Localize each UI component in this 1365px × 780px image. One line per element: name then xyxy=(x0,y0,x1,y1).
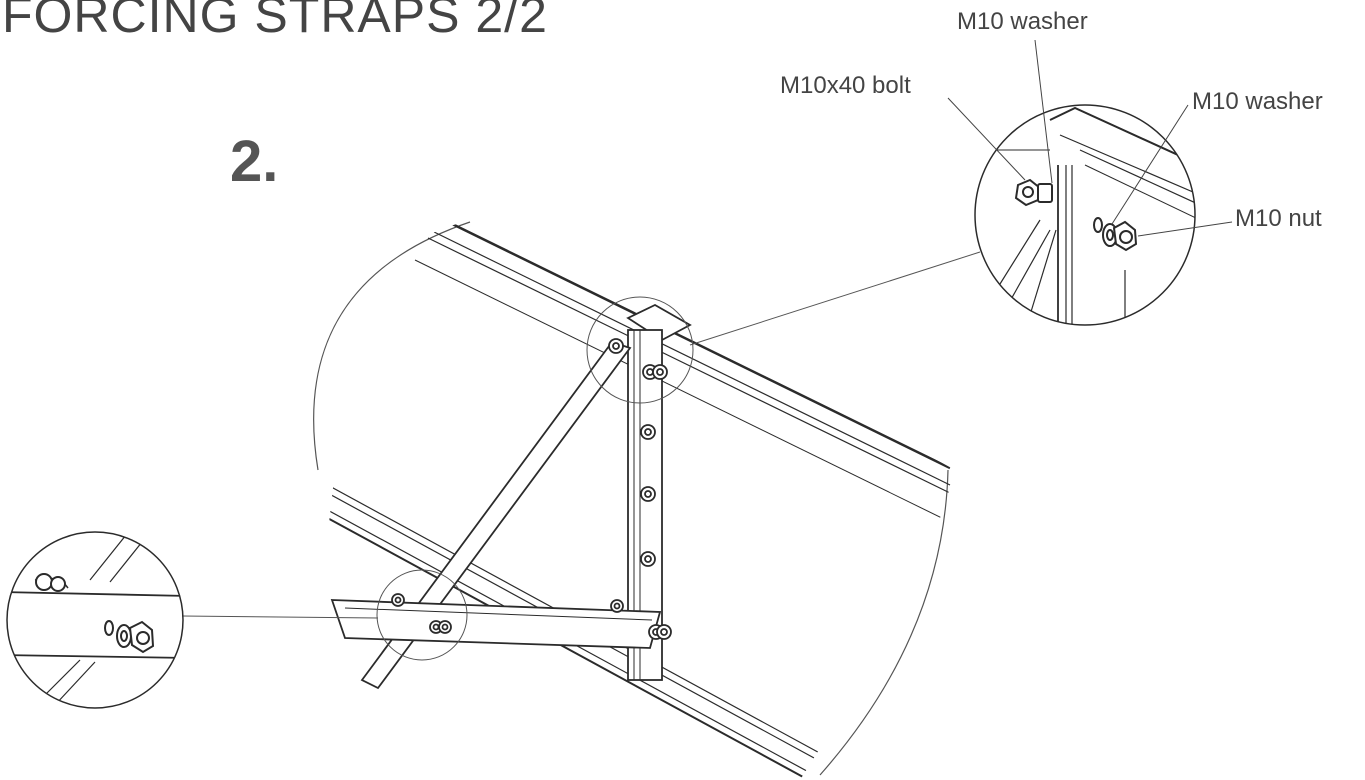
horizontal-bracing-strap xyxy=(330,599,662,649)
post-bolts xyxy=(391,338,672,640)
callout-label-m10-washer-right: M10 washer xyxy=(1192,88,1323,115)
callout-label-m10-washer-top: M10 washer xyxy=(957,8,1088,35)
detail-leader-lines xyxy=(181,251,981,619)
callout-label-m10x40-bolt: M10x40 bolt xyxy=(780,72,911,99)
step-number: 2. xyxy=(230,129,279,194)
left-zoom-detail xyxy=(6,531,184,709)
main-view-boundary xyxy=(313,221,949,776)
detail-marker-circles xyxy=(376,296,694,661)
top-zoom-detail xyxy=(974,104,1196,326)
callout-leaders xyxy=(947,39,1233,237)
page-title: FORCING STRAPS 2/2 xyxy=(2,0,548,43)
upper-wall-panel xyxy=(414,216,951,523)
callout-label-m10-nut: M10 nut xyxy=(1235,205,1322,232)
diagonal-forcing-strap xyxy=(360,340,632,690)
